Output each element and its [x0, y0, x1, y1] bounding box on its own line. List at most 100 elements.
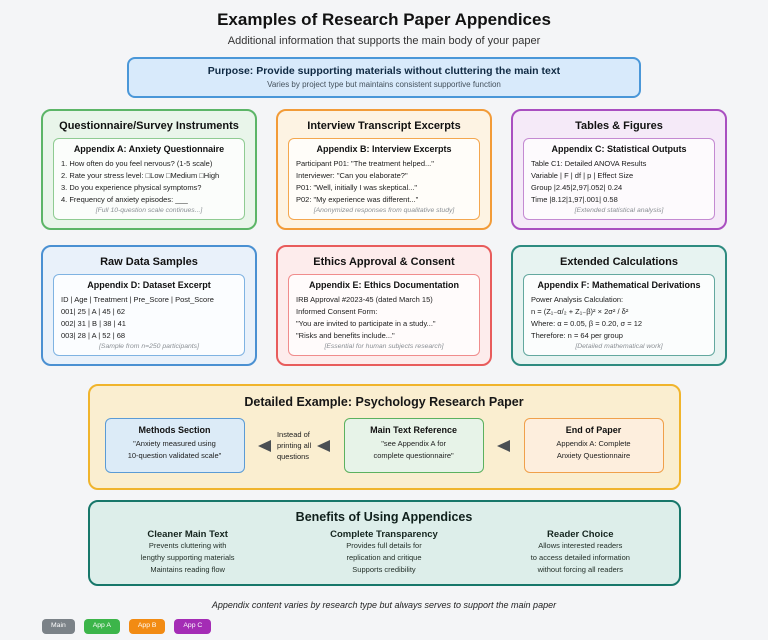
appendix-line: Variable | F | df | p | Effect Size	[531, 171, 634, 181]
flow-box-main-text-reference: Main Text Reference "see Appendix A for …	[343, 418, 484, 473]
arrow-label-line: questions	[276, 452, 310, 462]
card-title: Extended Calculations	[560, 256, 678, 268]
card-row-1: Questionnaire/Survey Instruments Appendi…	[41, 109, 727, 230]
flow-box-line: complete questionnaire"	[373, 450, 454, 460]
appendix-line: 002| 31 | B | 38 | 41	[61, 319, 126, 329]
arrow-label-line: Instead of	[276, 429, 310, 439]
page-subtitle: Additional information that supports the…	[227, 35, 541, 47]
arrow-label-line: printing all	[276, 440, 312, 450]
benefit-col-cleaner-main-text: Cleaner Main Text Prevents cluttering wi…	[90, 529, 286, 576]
benefit-col-complete-transparency: Complete Transparency Provides full deta…	[286, 529, 482, 576]
benefit-line: replication and critique	[346, 553, 422, 562]
appendix-line: 3. Do you experience physical symptoms?	[61, 183, 202, 193]
appendix-line: n = (Z₁₋α/₂ + Z₁₋β)² × 2σ² / δ²	[531, 307, 629, 317]
appendix-f-panel: Appendix F: Mathematical Derivations Pow…	[523, 274, 715, 356]
flow-box-title: Methods Section	[138, 425, 211, 435]
benefit-line: without forcing all readers	[537, 565, 624, 574]
appendix-f-title: Appendix F: Mathematical Derivations	[537, 280, 701, 290]
benefits-section: Benefits of Using Appendices Cleaner Mai…	[87, 500, 681, 586]
appendix-line: IRB Approval #2023-45 (dated March 15)	[296, 295, 433, 304]
legend-chip-2: App B	[128, 619, 166, 634]
color-legend: Main App A App B App C	[42, 619, 768, 634]
example-title: Detailed Example: Psychology Research Pa…	[244, 395, 524, 409]
page-title: Examples of Research Paper Appendices	[217, 10, 551, 29]
appendix-line: Table C1: Detailed ANOVA Results	[531, 159, 647, 168]
arrow-left-icon	[497, 439, 511, 452]
appendix-line: P01: "Well, initially I was skeptical...…	[296, 183, 418, 193]
arrow-left-icon	[317, 439, 331, 452]
card-title: Tables & Figures	[575, 120, 663, 132]
card-ethics: Ethics Approval & Consent Appendix E: Et…	[276, 245, 492, 366]
legend-chip-3: App C	[174, 619, 212, 634]
legend-chip-0: Main	[42, 619, 75, 634]
arrow-left-icon	[257, 439, 271, 452]
benefit-columns: Cleaner Main Text Prevents cluttering wi…	[90, 529, 679, 576]
flow-box-line: Anxiety Questionnaire	[556, 450, 631, 460]
benefit-line: Maintains reading flow	[150, 565, 225, 574]
appendix-a-panel: Appendix A: Anxiety Questionnaire 1. How…	[53, 138, 245, 220]
appendix-line: Informed Consent Form:	[296, 307, 378, 317]
appendix-line: 003| 28 | A | 52 | 68	[61, 331, 126, 341]
benefit-line: Prevents cluttering with	[148, 541, 227, 550]
appendix-note: [Essential for human subjects research]	[324, 343, 444, 350]
flow-box-line: "see Appendix A for	[381, 439, 446, 448]
benefit-header: Reader Choice	[547, 529, 614, 540]
card-row-2: Raw Data Samples Appendix D: Dataset Exc…	[41, 245, 727, 366]
benefit-header: Cleaner Main Text	[147, 529, 228, 540]
appendix-a-title: Appendix A: Anxiety Questionnaire	[73, 144, 225, 154]
benefit-line: Supports credibility	[352, 565, 416, 574]
appendix-note: [Sample from n=250 participants]	[99, 343, 199, 350]
appendix-b-panel: Appendix B: Interview Excerpts Participa…	[288, 138, 480, 220]
appendix-c-title: Appendix C: Statistical Outputs	[551, 144, 687, 154]
appendix-e-panel: Appendix E: Ethics Documentation IRB App…	[288, 274, 480, 356]
example-flow: Methods Section "Anxiety measured using …	[104, 418, 664, 473]
benefits-title: Benefits of Using Appendices	[295, 510, 473, 524]
benefit-line: Allows interested readers	[538, 541, 623, 550]
arrow-label: Instead of printing all questions	[277, 429, 311, 463]
appendix-note: [Detailed mathematical work]	[575, 343, 663, 350]
card-title: Ethics Approval & Consent	[313, 256, 455, 268]
appendix-line: P02: "My experience was different..."	[296, 195, 419, 205]
appendix-line: Time |8.12|1,97|.001| 0.58	[531, 195, 618, 205]
card-title: Interview Transcript Excerpts	[307, 120, 461, 132]
appendix-line: Where: α = 0.05, β = 0.20, σ = 12	[531, 319, 643, 329]
flow-box-title: End of Paper	[565, 425, 622, 435]
card-calculations: Extended Calculations Appendix F: Mathem…	[511, 245, 727, 366]
legend-chip-1: App A	[83, 619, 120, 634]
flow-box-end-of-paper: End of Paper Appendix A: Complete Anxiet…	[523, 418, 664, 473]
benefit-col-reader-choice: Reader Choice Allows interested readers …	[482, 529, 678, 576]
appendix-line: Therefore: n = 64 per group	[531, 331, 623, 341]
appendix-line: Group |2.45|2,97|.052| 0.24	[531, 183, 623, 193]
flow-connector-left: Instead of printing all questions	[257, 429, 331, 463]
benefit-line: lengthy supporting materials	[140, 553, 235, 562]
appendix-note: [Full 10-question scale continues...]	[95, 207, 203, 214]
benefit-line: to access detailed information	[530, 553, 630, 562]
purpose-subtitle: Varies by project type but maintains con…	[267, 80, 501, 89]
purpose-title: Purpose: Provide supporting materials wi…	[207, 65, 561, 77]
detailed-example-section: Detailed Example: Psychology Research Pa…	[87, 384, 681, 490]
appendix-line: "You are invited to participate in a stu…	[296, 319, 436, 329]
appendix-line: "Risks and benefits include..."	[296, 331, 395, 341]
appendix-b-title: Appendix B: Interview Excerpts	[316, 144, 452, 154]
card-title: Raw Data Samples	[100, 256, 198, 268]
flow-box-line: Appendix A: Complete	[556, 439, 631, 448]
appendix-d-panel: Appendix D: Dataset Excerpt ID | Age | T…	[53, 274, 245, 356]
flow-box-title: Main Text Reference	[370, 425, 458, 435]
appendix-e-title: Appendix E: Ethics Documentation	[308, 280, 459, 290]
appendix-d-title: Appendix D: Dataset Excerpt	[87, 280, 211, 290]
appendix-line: 001| 25 | A | 45 | 62	[61, 307, 126, 317]
footer-note: Appendix content varies by research type…	[211, 600, 557, 610]
flow-box-methods: Methods Section "Anxiety measured using …	[104, 418, 245, 473]
card-tables-figures: Tables & Figures Appendix C: Statistical…	[511, 109, 727, 230]
appendix-line: 1. How often do you feel nervous? (1-5 s…	[61, 159, 213, 168]
purpose-banner: Purpose: Provide supporting materials wi…	[127, 57, 641, 98]
appendix-line: ID | Age | Treatment | Pre_Score | Post_…	[61, 295, 214, 304]
card-raw-data: Raw Data Samples Appendix D: Dataset Exc…	[41, 245, 257, 366]
appendix-line: Power Analysis Calculation:	[531, 295, 624, 304]
card-questionnaire: Questionnaire/Survey Instruments Appendi…	[41, 109, 257, 230]
card-interview: Interview Transcript Excerpts Appendix B…	[276, 109, 492, 230]
benefit-line: Provides full details for	[346, 541, 422, 550]
appendix-note: [Anonymized responses from qualitative s…	[313, 207, 455, 214]
appendix-line: 2. Rate your stress level: □Low □Medium …	[61, 171, 220, 181]
